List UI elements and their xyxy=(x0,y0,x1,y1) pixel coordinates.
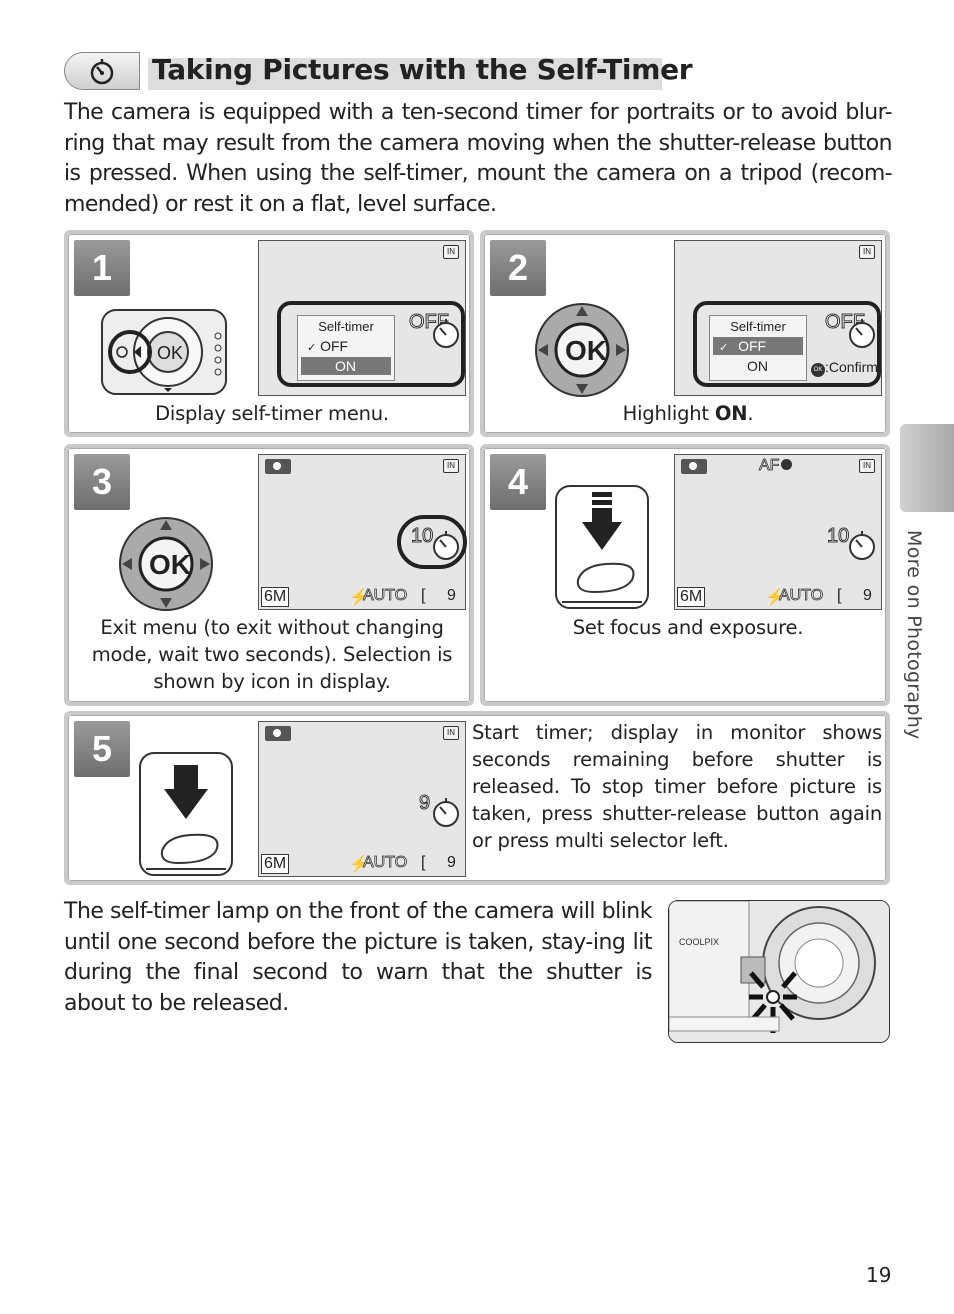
internal-memory-icon: IN xyxy=(859,245,875,259)
chapter-label: More on Photography xyxy=(903,530,925,740)
frames-remaining: 9 xyxy=(447,587,456,604)
internal-memory-icon: IN xyxy=(443,459,459,473)
step-description: Start timer; display in monitor shows se… xyxy=(472,721,882,852)
timer-readout: 10 xyxy=(826,525,850,548)
step-caption: Set focus and exposure. xyxy=(572,616,804,639)
flash-mode-indicator: AUTO xyxy=(363,587,408,605)
highlight-ring xyxy=(397,515,467,569)
flash-icon: ⚡ xyxy=(765,589,785,606)
svg-text:OK: OK xyxy=(149,549,191,580)
ok-key-icon: OK xyxy=(811,363,825,377)
flash-mode-indicator: AUTO xyxy=(779,587,824,605)
step-3-panel: 3 OK IN 10 6M ⚡ AUTO [ 9 Exit menu (to e… xyxy=(64,444,474,706)
status-bar: 6M ⚡ AUTO [ 9 xyxy=(677,587,879,607)
af-indicator: AF xyxy=(759,457,793,475)
highlight-ring xyxy=(277,301,465,387)
timer-readout: 9 xyxy=(418,792,431,815)
chapter-tab xyxy=(900,424,954,512)
confirm-hint: OK:Confirm xyxy=(811,359,878,377)
menu-title: Self-timer xyxy=(730,319,786,334)
self-timer-lamp-paragraph: The self-timer lamp on the front of the … xyxy=(64,899,653,1016)
step-number: 3 xyxy=(74,454,130,510)
step-4-panel: 4 AF IN 10 6M ⚡ AUTO [ 9 Set focus and e… xyxy=(480,444,890,706)
monitor-screen: IN Self-timer ✓ OFF ON OFF OK:Confirm xyxy=(674,240,882,396)
camera-front-illustration: COOLPIX xyxy=(668,900,890,1043)
monitor-screen: IN Self-timer ✓ OFF ON OFF xyxy=(258,240,466,396)
internal-memory-icon: IN xyxy=(859,459,875,473)
page-title: Taking Pictures with the Self-Timer xyxy=(152,53,693,86)
step-5-panel: 5 IN 9 6M ⚡ AUTO [ 9 Start timer; displa… xyxy=(64,711,890,885)
section-header: Taking Pictures with the Self-Timer xyxy=(64,52,693,90)
self-timer-icon xyxy=(90,59,114,85)
intro-paragraph: The camera is equipped with a ten-second… xyxy=(64,100,893,217)
camera-mode-icon xyxy=(681,459,707,474)
check-icon: ✓ xyxy=(719,342,729,354)
frames-remaining: 9 xyxy=(863,587,872,604)
self-timer-menu: Self-timer ✓ OFF ON xyxy=(709,315,807,381)
image-mode-indicator: 6M xyxy=(677,587,706,607)
frames-remaining: 9 xyxy=(447,854,456,871)
multi-selector-icon: OK xyxy=(119,517,213,611)
shutter-half-press-illustration xyxy=(555,485,649,609)
focus-dot-icon xyxy=(781,459,793,470)
step-caption: Highlight ON. xyxy=(622,402,754,425)
flash-mode-indicator: AUTO xyxy=(363,854,408,872)
internal-memory-icon: IN xyxy=(443,726,459,740)
menu-item-label: ON xyxy=(747,358,768,374)
menu-item-label: OFF xyxy=(738,338,767,354)
menu-title: Self-timer xyxy=(318,319,374,334)
menu-item-off[interactable]: ✓ OFF xyxy=(301,337,391,355)
monitor-screen: IN 10 6M ⚡ AUTO [ 9 xyxy=(258,454,467,610)
step-caption: Exit menu (to exit without changing mode… xyxy=(91,616,453,693)
check-icon: ✓ xyxy=(307,342,317,354)
highlight-ring xyxy=(693,301,881,387)
self-timer-icon xyxy=(849,531,875,560)
svg-text:OK: OK xyxy=(565,335,607,366)
step-number: 1 xyxy=(74,240,130,296)
image-mode-indicator: 6M xyxy=(261,854,290,874)
multi-selector-icon: OK xyxy=(535,303,629,397)
camera-back-illustration: OK xyxy=(101,309,227,395)
monitor-screen: IN 9 6M ⚡ AUTO [ 9 xyxy=(258,721,466,877)
header-tab xyxy=(64,52,140,90)
timer-readout: 10 xyxy=(410,525,434,548)
header-bar xyxy=(148,58,662,90)
step-1-panel: 1 OK IN Self-timer ✓ OFF ON OFF xyxy=(64,230,474,437)
shutter-full-press-illustration xyxy=(139,752,233,876)
page-number: 19 xyxy=(866,1263,892,1287)
self-timer-icon xyxy=(433,319,459,348)
frame-bracket-icon: [ xyxy=(837,587,842,604)
monitor-screen: AF IN 10 6M ⚡ AUTO [ 9 xyxy=(674,454,882,610)
self-timer-lamp-illustration: COOLPIX xyxy=(669,901,889,1042)
menu-item-on[interactable]: ON xyxy=(301,357,391,375)
camera-mode-icon xyxy=(265,726,291,741)
menu-item-on[interactable]: ON xyxy=(713,357,803,375)
self-timer-icon xyxy=(433,798,459,827)
status-bar: 6M ⚡ AUTO [ 9 xyxy=(261,854,463,874)
frame-bracket-icon: [ xyxy=(421,587,426,604)
step-number: 4 xyxy=(490,454,546,510)
menu-item-off[interactable]: ✓ OFF xyxy=(713,337,803,355)
step-number: 2 xyxy=(490,240,546,296)
status-bar: 6M ⚡ AUTO [ 9 xyxy=(261,587,463,607)
svg-text:COOLPIX: COOLPIX xyxy=(679,937,719,947)
menu-item-label: ON xyxy=(335,358,356,374)
self-timer-menu: Self-timer ✓ OFF ON xyxy=(297,315,395,381)
menu-item-label: OFF xyxy=(320,338,349,354)
self-timer-icon xyxy=(433,531,459,560)
svg-text:OK: OK xyxy=(157,343,183,363)
frame-bracket-icon: [ xyxy=(421,854,426,871)
camera-mode-icon xyxy=(265,459,291,474)
self-timer-icon xyxy=(849,319,875,348)
step-number: 5 xyxy=(74,721,130,777)
step-2-panel: 2 OK IN Self-timer ✓ OFF ON OFF xyxy=(480,230,890,437)
internal-memory-icon: IN xyxy=(443,245,459,259)
flash-icon: ⚡ xyxy=(349,589,369,606)
step-caption: Display self-timer menu. xyxy=(155,402,389,425)
flash-icon: ⚡ xyxy=(349,856,369,873)
image-mode-indicator: 6M xyxy=(261,587,290,607)
